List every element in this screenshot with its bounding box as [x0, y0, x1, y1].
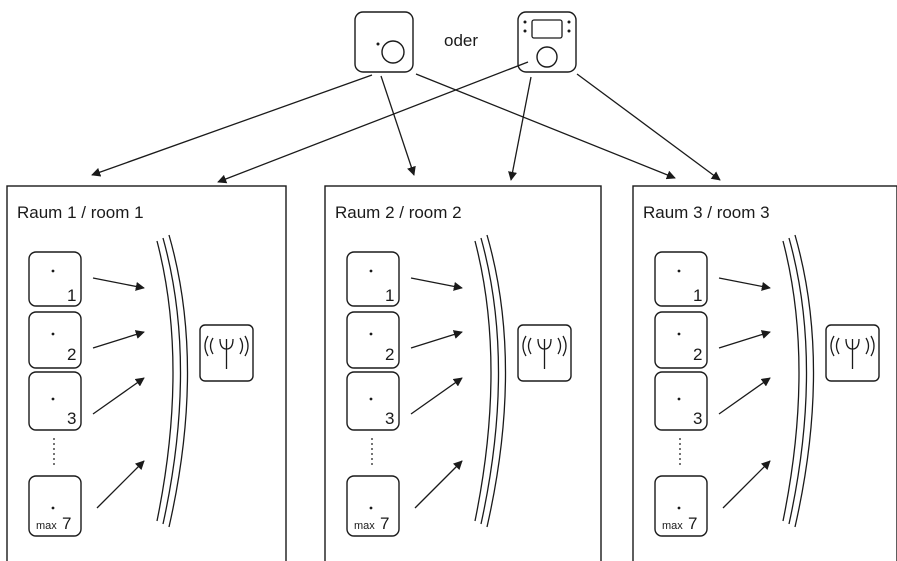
antenna-icon	[522, 335, 567, 369]
room-title: Raum 3 / room 3	[643, 203, 770, 222]
device-3: 3	[654, 371, 708, 431]
device-number: 2	[67, 345, 76, 364]
rotary-dial-icon	[381, 40, 405, 64]
device-1: 1	[28, 251, 82, 307]
device-max-prefix: max	[36, 520, 57, 532]
display-dial-icon	[536, 46, 558, 68]
device-2: 2	[654, 311, 708, 369]
device-max-number: 7	[688, 514, 697, 533]
radio-wave-icon	[782, 234, 815, 528]
display-controller	[517, 11, 577, 73]
arrow-controller2-room3	[576, 73, 721, 181]
device-number: 1	[385, 286, 394, 305]
device-2: 2	[346, 311, 400, 369]
antenna-icon	[204, 335, 249, 369]
room-1: Raum 1 / room 1 1 2 3 max 7	[6, 185, 287, 561]
device-3: 3	[28, 371, 82, 431]
device-max-number: 7	[380, 514, 389, 533]
device-max-prefix: max	[662, 520, 683, 532]
device-number: 3	[693, 409, 702, 428]
arrow-controller1-room2	[380, 75, 416, 176]
display-screen-icon	[531, 19, 563, 39]
arrow-controller1-room3	[415, 73, 676, 180]
rooms: Raum 1 / room 1 1 2 3 max 7	[6, 185, 897, 561]
receiver	[517, 324, 572, 382]
device-1: 1	[346, 251, 400, 307]
device-signal-arrows	[410, 277, 463, 509]
device-number: 2	[693, 345, 702, 364]
rotary-controller	[354, 11, 414, 73]
receiver	[825, 324, 880, 382]
device-max: max 7	[654, 475, 708, 537]
device-number: 2	[385, 345, 394, 364]
device-number: 3	[67, 409, 76, 428]
assignment-arrows	[91, 61, 721, 184]
radio-wave-icon	[474, 234, 507, 528]
room-2: Raum 2 / room 2 1 2 3 max 7	[324, 185, 602, 561]
rotary-controller-icon	[354, 11, 414, 73]
device-max: max 7	[28, 475, 82, 537]
arrow-controller2-room2	[508, 76, 532, 181]
device-max: max 7	[346, 475, 400, 537]
room-frame	[632, 185, 897, 561]
room-title: Raum 2 / room 2	[335, 203, 462, 222]
device-signal-arrows	[718, 277, 771, 509]
arrow-controller2-room1	[217, 61, 529, 184]
device-number: 1	[67, 286, 76, 305]
room-frame	[324, 185, 602, 561]
device-max-prefix: max	[354, 520, 375, 532]
room-title: Raum 1 / room 1	[17, 203, 144, 222]
arrow-controller1-room1	[91, 74, 373, 177]
radio-wave-icon	[156, 234, 189, 528]
device-signal-arrows	[92, 277, 145, 509]
device-max-number: 7	[62, 514, 71, 533]
device-1: 1	[654, 251, 708, 307]
device-number: 1	[693, 286, 702, 305]
room-frame	[6, 185, 287, 561]
device-2: 2	[28, 311, 82, 369]
room-3: Raum 3 / room 3 1 2 3 max 7	[632, 185, 897, 561]
oder-label: oder	[444, 31, 478, 50]
device-number: 3	[385, 409, 394, 428]
receiver	[199, 324, 254, 382]
device-3: 3	[346, 371, 400, 431]
antenna-icon	[830, 335, 875, 369]
